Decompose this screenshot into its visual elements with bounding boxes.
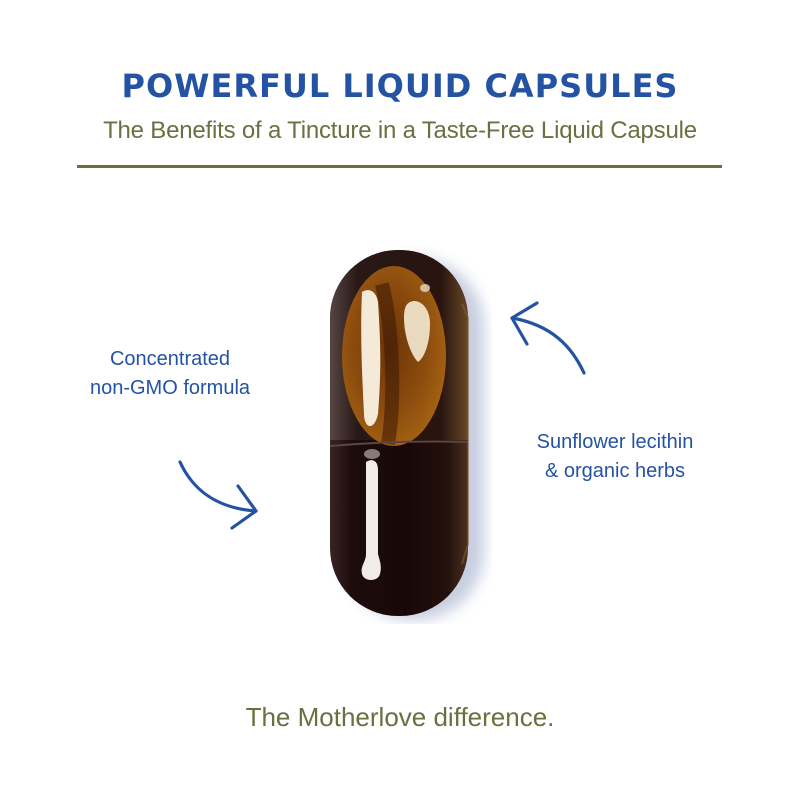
liquid-capsule-image <box>329 250 484 620</box>
tagline: The Motherlove difference. <box>245 702 555 732</box>
callout-left-line1: Concentrated <box>109 348 231 370</box>
callout-left-line2: non-GMO formula <box>89 377 251 399</box>
divider <box>77 165 722 168</box>
page-subtitle: The Benefits of a Tincture in a Taste-Fr… <box>103 117 697 144</box>
curved-arrow-right-down-icon <box>178 460 258 530</box>
callout-right-line1: Sunflower lecithin <box>536 431 694 453</box>
callout-right-line2: & organic herbs <box>544 460 686 482</box>
callout-left: Concentrated non-GMO formula <box>60 345 280 403</box>
page-title: POWERFUL LIQUID CAPSULES <box>121 67 679 105</box>
curved-arrow-left-up-icon <box>510 301 586 375</box>
callout-right: Sunflower lecithin & organic herbs <box>505 428 725 486</box>
